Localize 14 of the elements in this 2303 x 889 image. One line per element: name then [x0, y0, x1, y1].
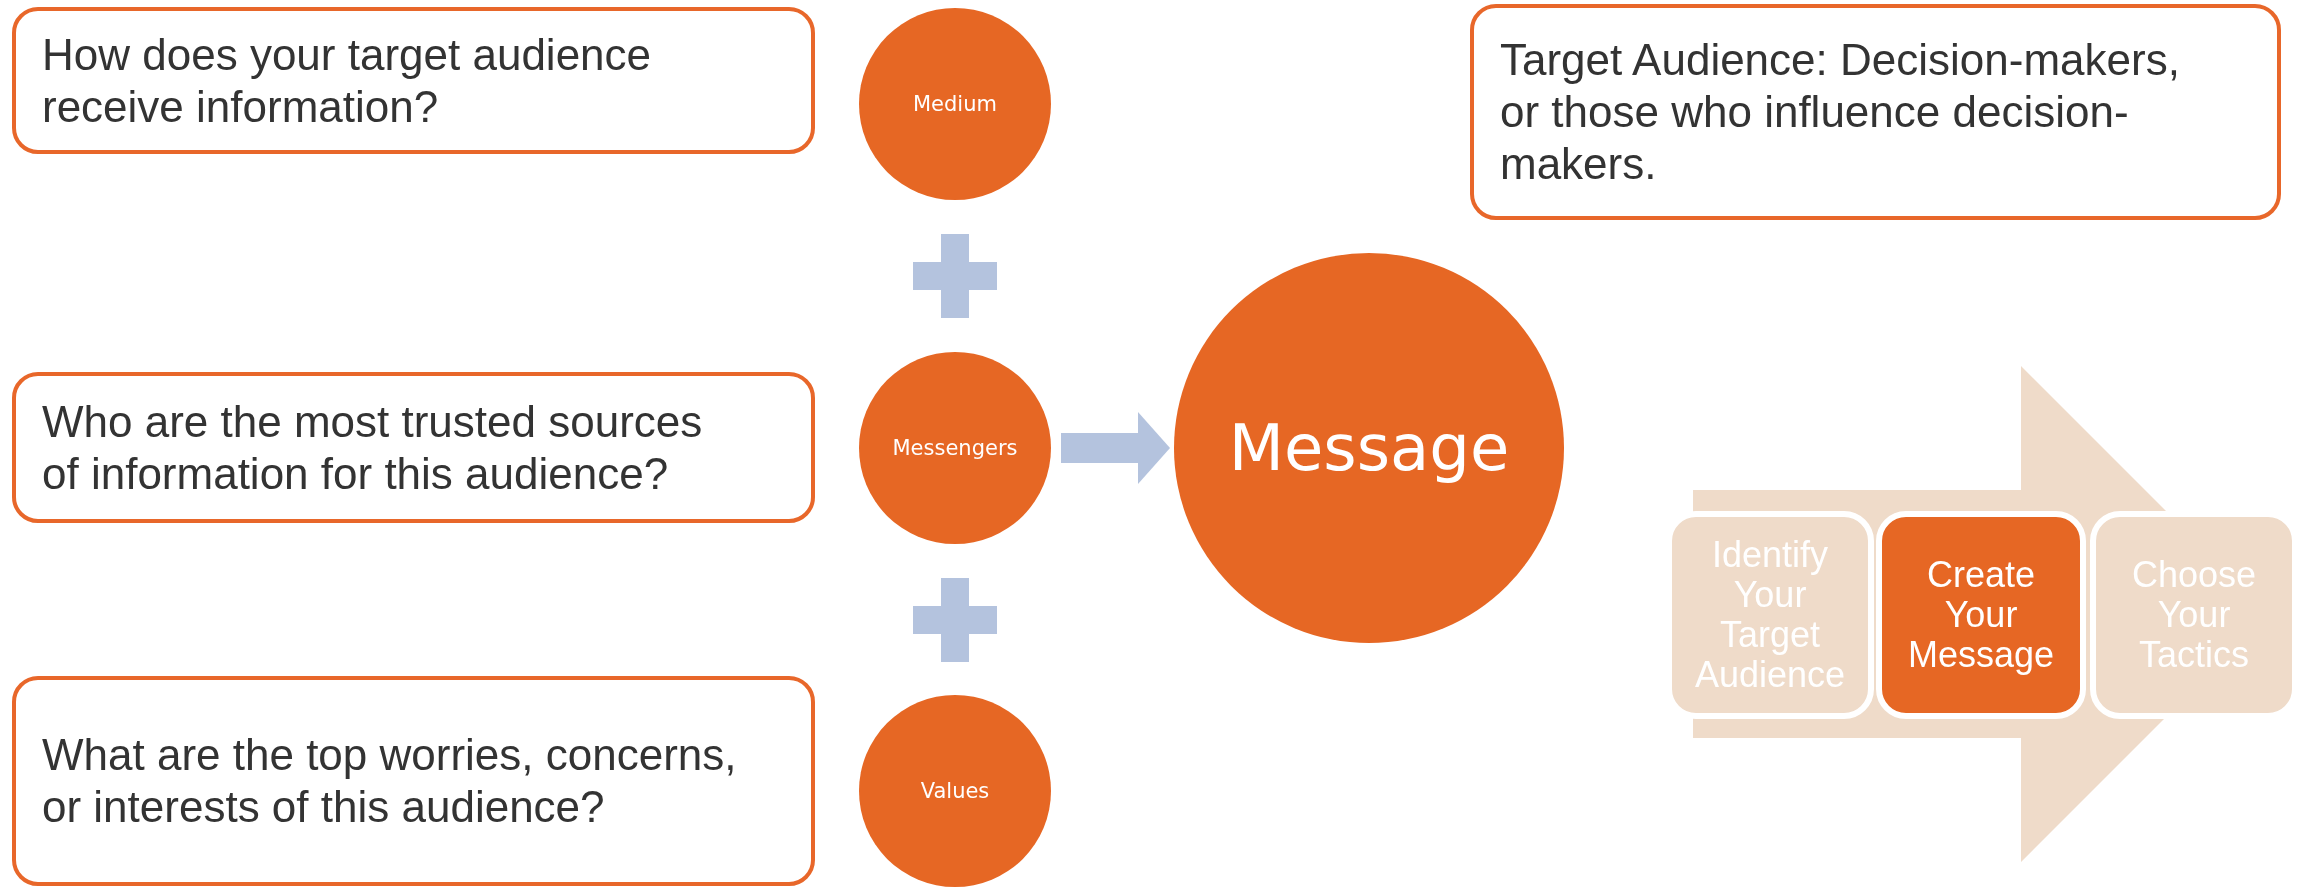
- node-text: Values: [920, 779, 990, 803]
- node-text: What are the top worries, concerns, or interests of this audience?: [42, 729, 738, 833]
- node-text: Who are the most trusted sources of information for this audience?: [42, 395, 704, 500]
- node-text: Message: [1228, 411, 1510, 485]
- node-text: How does your target audience receive information?: [42, 28, 653, 133]
- node-text: Create Your Message: [1906, 555, 2056, 675]
- question-box: [12, 372, 815, 523]
- node-text: Target Audience: Decision-makers, or those who influence decision-makers.: [1500, 34, 2181, 190]
- node-text: Messengers: [892, 436, 1018, 460]
- question-box: [12, 7, 815, 154]
- question-box: [12, 676, 815, 886]
- process-step-box: [1876, 511, 2086, 719]
- node-text: Medium: [913, 92, 997, 116]
- question-box: [1470, 4, 2281, 220]
